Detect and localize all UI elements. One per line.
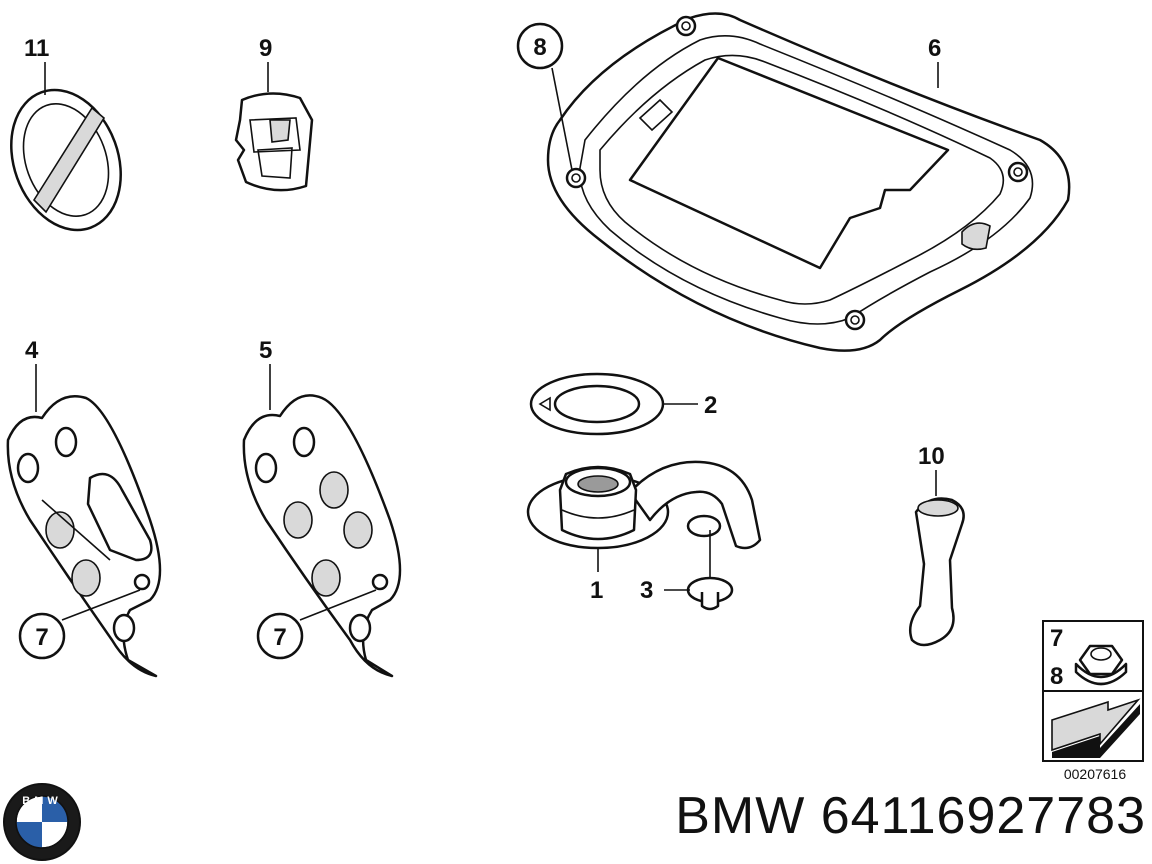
callout-11: 11	[24, 35, 49, 62]
legend-box	[1042, 620, 1144, 762]
part-10-drain-hose	[909, 497, 965, 647]
part-2-ring	[529, 372, 665, 436]
bmw-logo: BMW	[3, 783, 81, 861]
callout-4: 4	[25, 337, 39, 364]
callout-5: 5	[259, 337, 272, 364]
part-11-grommet	[10, 88, 122, 232]
part-3-screw	[686, 576, 734, 611]
callout-8-circle	[516, 22, 564, 70]
part-1-drain-fitting	[526, 460, 762, 550]
callout-1: 1	[590, 577, 603, 604]
part-6-cover-panel	[546, 12, 1071, 352]
callout-7a: 7	[35, 624, 48, 651]
part-5-gasket	[242, 394, 402, 678]
legend-top: 7	[1050, 625, 1063, 652]
callout-7b: 7	[273, 624, 286, 651]
callout-10: 10	[918, 443, 945, 470]
callout-7a-circle	[18, 612, 66, 660]
bmw-logo-letters: BMW	[22, 795, 62, 807]
callout-7b-circle	[256, 612, 304, 660]
callout-8: 8	[533, 34, 546, 61]
part-number-title: BMW 64116927783	[675, 787, 1146, 845]
callout-6: 6	[928, 35, 941, 62]
callout-3: 3	[640, 577, 653, 604]
part-4-gasket	[6, 395, 162, 678]
diagram-reference-number: 00207616	[1063, 766, 1127, 782]
callout-9: 9	[259, 35, 272, 62]
callout-2: 2	[704, 392, 717, 419]
part-9-clip	[234, 92, 314, 192]
legend-bottom: 8	[1050, 663, 1063, 690]
